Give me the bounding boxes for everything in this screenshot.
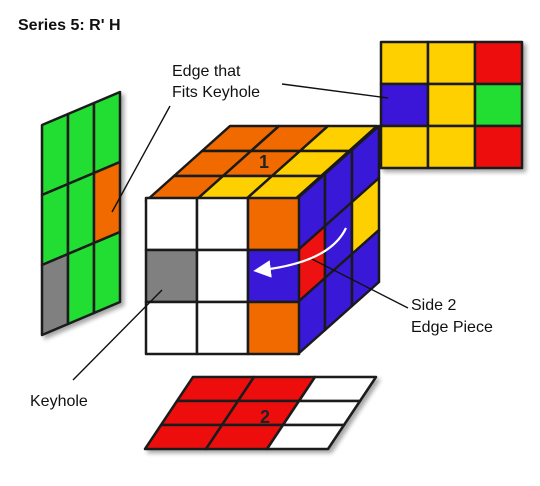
left-mirror-face-sticker — [66, 171, 96, 256]
back-mirror-face-sticker — [473, 124, 524, 170]
back-mirror-face-sticker — [426, 124, 477, 170]
left-mirror-face-sticker — [92, 90, 122, 175]
callout-line-edge-fits — [111, 105, 171, 213]
bottom-face-number: 2 — [260, 407, 270, 427]
label-side2-line1: Side 2 — [411, 297, 456, 314]
label-keyhole: Keyhole — [30, 393, 88, 410]
rotation-arrow — [253, 227, 347, 278]
back-mirror-face-sticker — [379, 124, 430, 170]
callout-line-keyhole — [72, 289, 163, 381]
back-mirror-face-sticker — [379, 40, 430, 86]
label-side2-line2: Edge Piece — [411, 319, 493, 336]
callout-line-back-face — [281, 83, 389, 99]
left-mirror-face-sticker — [66, 241, 96, 326]
label-edge-fits-line1: Edge that — [172, 63, 241, 80]
cube-faces — [40, 40, 524, 451]
front-face-sticker — [246, 248, 301, 304]
front-face-sticker — [246, 300, 301, 356]
bottom-mirror-face-sticker — [265, 423, 346, 451]
back-mirror-face-sticker — [473, 40, 524, 86]
bottom-mirror-face — [143, 375, 378, 451]
top-face — [144, 124, 379, 203]
left-mirror-face-sticker — [66, 101, 96, 186]
front-face-sticker — [144, 196, 199, 252]
front-face-sticker — [195, 196, 250, 252]
diagram-title: Series 5: R' H — [18, 17, 121, 34]
back-mirror-face-sticker — [426, 40, 477, 86]
back-mirror-face-sticker — [473, 82, 524, 128]
front-face-sticker — [246, 196, 301, 252]
left-mirror-face-sticker — [40, 252, 70, 337]
front-face-sticker — [144, 300, 199, 356]
left-mirror-face-sticker — [40, 182, 70, 267]
left-mirror-face — [40, 90, 122, 337]
front-face — [144, 196, 301, 356]
left-mirror-face-sticker — [40, 112, 70, 197]
label-edge-fits-line2: Fits Keyhole — [172, 84, 260, 101]
left-mirror-face-sticker — [92, 230, 122, 315]
callout-line-side2 — [309, 257, 409, 309]
left-mirror-face-sticker — [92, 160, 122, 245]
front-face-sticker — [195, 248, 250, 304]
back-mirror-face-sticker — [426, 82, 477, 128]
right-face-sticker — [350, 228, 381, 308]
back-mirror-face-sticker — [379, 82, 430, 128]
right-face — [296, 124, 381, 356]
front-face-sticker — [144, 248, 199, 304]
top-face-number: 1 — [259, 152, 269, 172]
back-mirror-face — [379, 40, 524, 170]
front-face-sticker — [195, 300, 250, 356]
